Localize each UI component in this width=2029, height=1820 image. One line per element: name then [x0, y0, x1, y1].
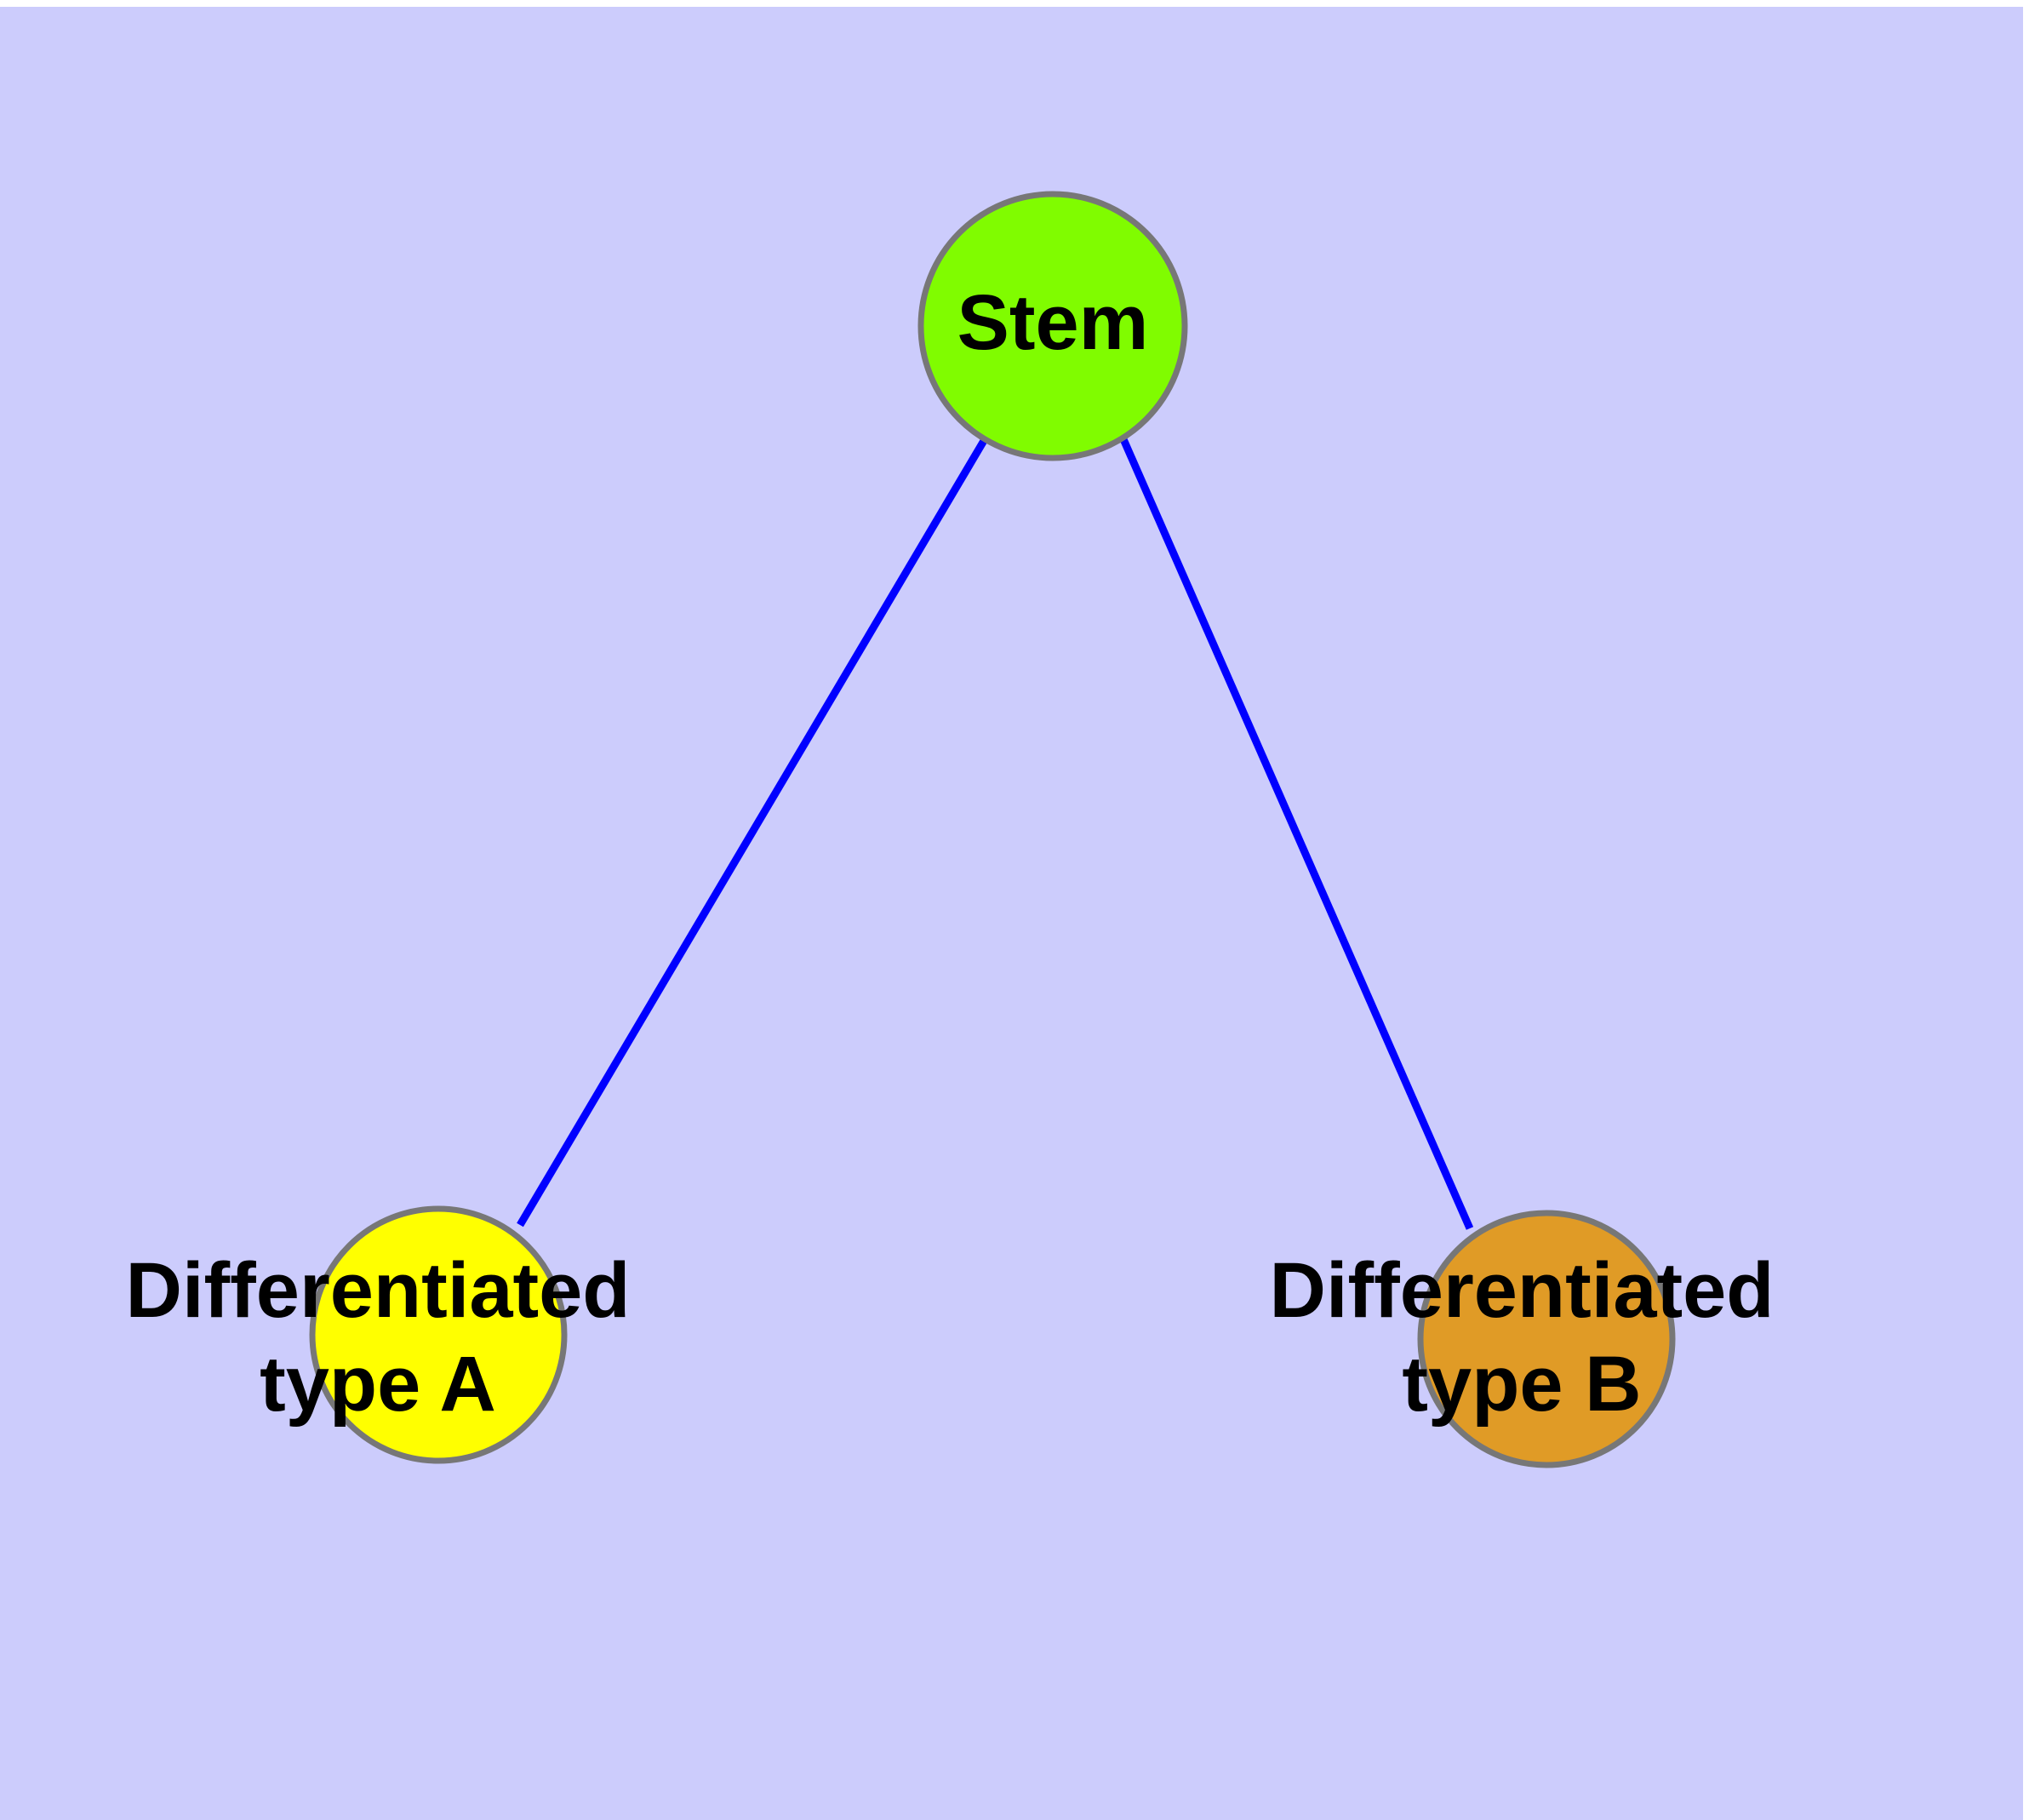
- label-layer: Stem Differentiated type A Differentiate…: [126, 279, 1775, 1428]
- edge-stem-to-differentiated-type-a[interactable]: [517, 437, 988, 1228]
- node-layer: [309, 191, 1676, 1468]
- node-label-differentiated-type-a-line1: Differentiated: [126, 1247, 631, 1334]
- edge-stem-to-differentiated-type-b[interactable]: [1119, 438, 1474, 1230]
- node-label-differentiated-type-a-line2: type A: [260, 1341, 496, 1428]
- node-stem[interactable]: [917, 191, 1188, 461]
- node-differentiated-type-b[interactable]: [1417, 1210, 1676, 1468]
- edge-layer: [517, 437, 1474, 1230]
- node-differentiated-type-a[interactable]: [309, 1205, 568, 1464]
- node-label-differentiated-type-b-line2: type B: [1402, 1341, 1641, 1428]
- node-label-differentiated-type-b-line1: Differentiated: [1270, 1247, 1775, 1334]
- node-label-stem: Stem: [957, 279, 1149, 366]
